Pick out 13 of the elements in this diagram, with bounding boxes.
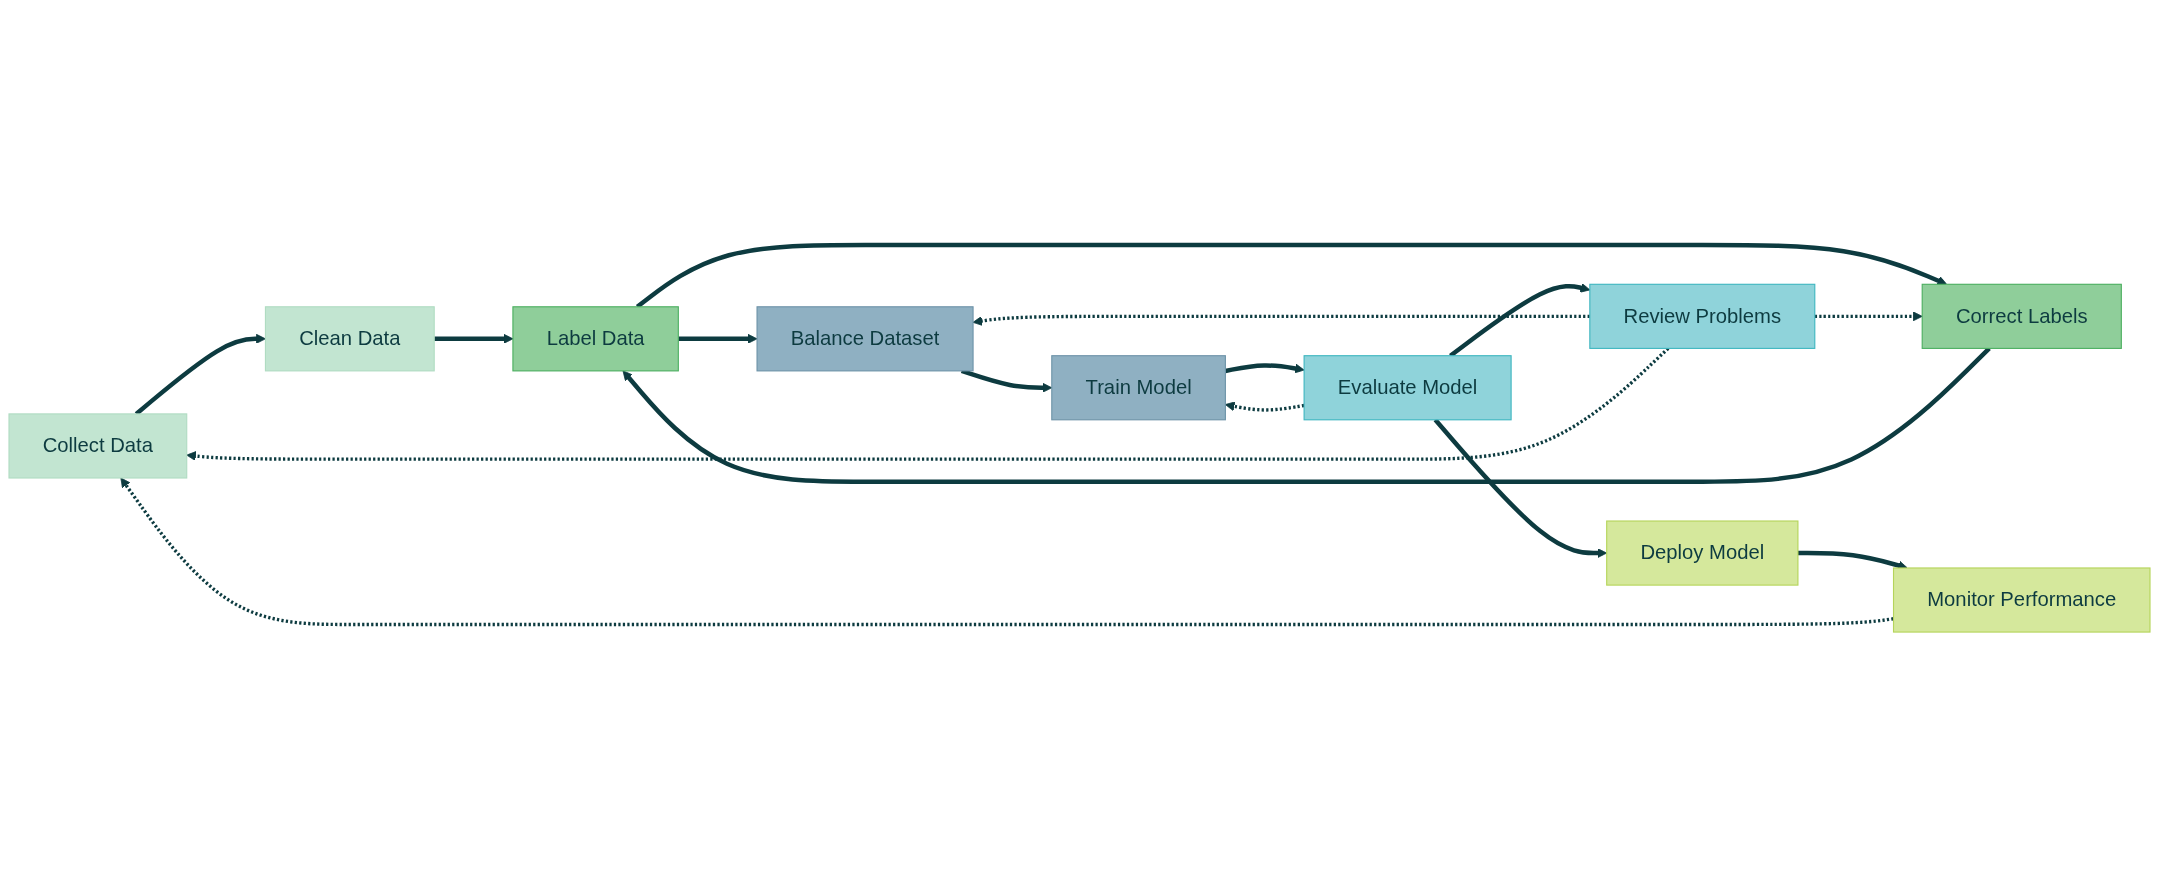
arrow	[678, 333, 758, 344]
node-box: Balance Dataset	[756, 306, 974, 372]
arrow	[186, 347, 1670, 461]
node-box: Review Problems	[1589, 283, 1816, 349]
node-box: Correct Labels	[1921, 283, 2122, 349]
node-box: Label Data	[512, 306, 679, 372]
node-box: Monitor Performance	[1892, 567, 2151, 633]
node-box: Clean Data	[264, 306, 435, 372]
node-box: Collect Data	[8, 413, 188, 479]
node-box: Evaluate Model	[1303, 355, 1512, 421]
node-box: Train Model	[1051, 355, 1226, 421]
node-box: Deploy Model	[1606, 520, 1799, 586]
arrow	[1814, 311, 1923, 322]
